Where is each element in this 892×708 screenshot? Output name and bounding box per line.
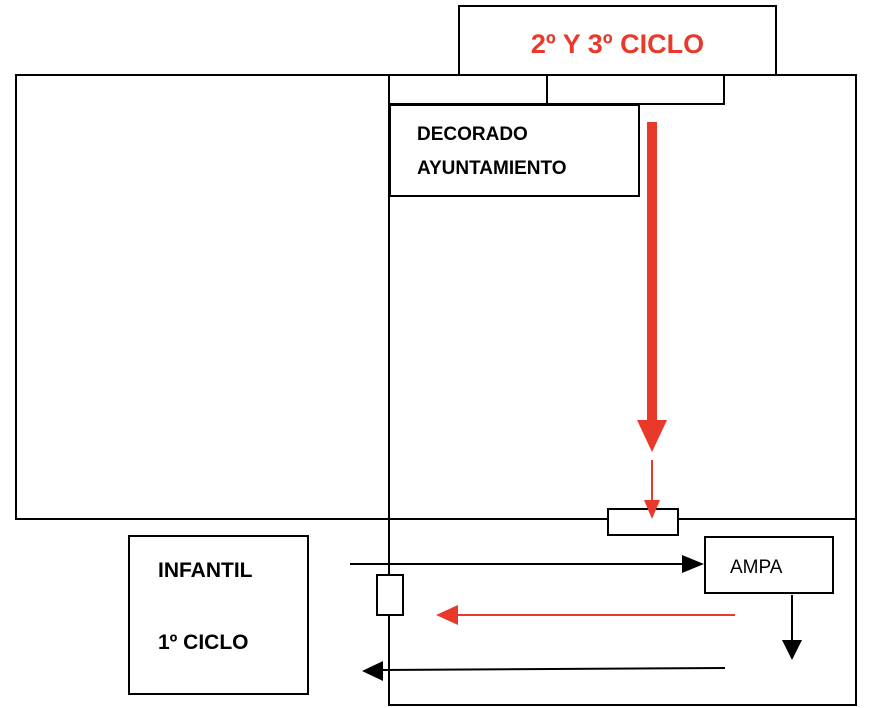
red-arrow-thin-head [644, 500, 660, 519]
ampa-label: AMPA [730, 557, 783, 578]
infantil-box: INFANTIL 1º CICLO [128, 535, 309, 695]
door-strip-right [546, 74, 725, 105]
red-arrow-left-head [436, 605, 458, 625]
door-bottom [607, 508, 679, 536]
door-strip-left [388, 74, 548, 105]
ampa-box: AMPA [704, 536, 834, 594]
black-arrow-down-head [782, 640, 802, 660]
decorado-line1: DECORADO [417, 124, 528, 145]
black-arrow-left-head [362, 661, 383, 681]
black-arrow-to-ampa-head [682, 555, 704, 573]
title-label: 2º Y 3º CICLO [530, 29, 705, 59]
decorado-line2: AYUNTAMIENTO [417, 158, 567, 179]
red-arrow-thick-head [637, 420, 667, 452]
red-arrow-thick-shaft [647, 122, 657, 422]
primer-ciclo-label: 1º CICLO [158, 631, 249, 654]
title-box: 2º Y 3º CICLO [458, 5, 777, 76]
infantil-label: INFANTIL [158, 559, 253, 582]
door-left [376, 574, 404, 616]
decorado-box: DECORADO AYUNTAMIENTO [389, 104, 640, 197]
black-arrow-left-shaft [381, 667, 726, 671]
